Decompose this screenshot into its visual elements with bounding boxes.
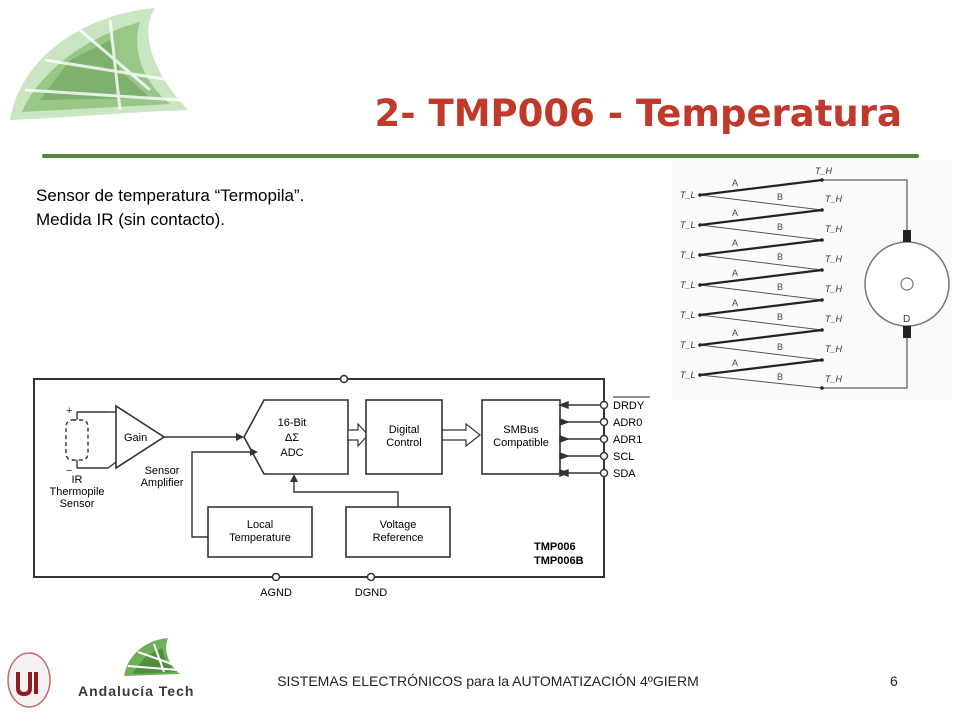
junction-a-label: A [732, 178, 738, 188]
adc-label: 16-Bit [278, 417, 307, 429]
junction-a-label: A [732, 208, 738, 218]
tl-label: T_L [680, 340, 696, 350]
th-label: T_H [825, 224, 843, 234]
junction-a-label: A [732, 268, 738, 278]
andalucia-tech-logo [124, 638, 180, 676]
th-label: T_H [825, 374, 843, 384]
slide-footer: SISTEMAS ELECTRÓNICOS para la AUTOMATIZA… [277, 673, 699, 689]
tl-label: T_L [680, 280, 696, 290]
tmp006-block-diagram: + − IR Thermopile Sensor Gain Sensor Amp… [33, 374, 650, 599]
th-label: T_H [825, 284, 843, 294]
junction-b-label: B [777, 192, 783, 202]
local-temperature-label: Local [247, 519, 273, 531]
ir-sensor-label: IR [72, 474, 83, 486]
tl-label: T_L [680, 310, 696, 320]
junction-a-label: A [732, 358, 738, 368]
pin-label: ADR1 [613, 434, 642, 446]
page-number: 6 [890, 673, 898, 689]
pin-label: SCL [613, 451, 634, 463]
junction-b-label: B [777, 252, 783, 262]
tl-label: T_L [680, 250, 696, 260]
junction-b-label: B [777, 282, 783, 292]
gain-label: Gain [124, 432, 147, 444]
junction-a-label: A [732, 298, 738, 308]
detector-label: D [903, 314, 910, 325]
th-label: T_H [825, 314, 843, 324]
th-label: T_H [815, 166, 833, 176]
slide-title: 2- TMP006 - Temperatura [374, 92, 902, 135]
ground-pin-label: DGND [355, 587, 387, 599]
tl-label: T_L [680, 370, 696, 380]
body-line: Sensor de temperatura “Termopila”. [36, 186, 305, 205]
digital-control-label: Control [386, 437, 421, 449]
junction-a-label: A [732, 238, 738, 248]
part-name: TMP006 [534, 541, 576, 553]
ir-sensor-symbol: + − [65, 405, 108, 477]
thermopile-diagram: D T_L T_L T_L T_L T_L T_L T_L T_H T_H T_… [672, 160, 952, 400]
adc-label: ADC [280, 447, 303, 459]
tl-label: T_L [680, 220, 696, 230]
sensor-amplifier-label: Amplifier [141, 477, 184, 489]
university-seal-logo [7, 652, 51, 708]
th-label: T_H [825, 194, 843, 204]
title-divider [42, 154, 919, 158]
voltage-reference-label: Reference [373, 532, 424, 544]
minus-sign: − [66, 465, 72, 477]
pin-label: DRDY [613, 400, 645, 412]
smbus-label: Compatible [493, 437, 549, 449]
body-text: Sensor de temperatura “Termopila”. Medid… [36, 184, 304, 232]
university-leaf-logo [10, 8, 188, 120]
plus-sign: + [66, 405, 72, 417]
junction-b-label: B [777, 312, 783, 322]
ground-pin-label: AGND [260, 587, 292, 599]
junction-b-label: B [777, 342, 783, 352]
junction-b-label: B [777, 222, 783, 232]
body-line: Medida IR (sin contacto). [36, 210, 225, 229]
adc-label: ΔΣ [285, 432, 299, 444]
sensor-amplifier-label: Sensor [145, 465, 180, 477]
smbus-label: SMBus [503, 424, 539, 436]
digital-control-label: Digital [389, 424, 420, 436]
ir-sensor-label: Sensor [60, 498, 95, 510]
junction-b-label: B [777, 372, 783, 382]
pin-label: ADR0 [613, 417, 642, 429]
local-temperature-label: Temperature [229, 532, 291, 544]
andalucia-tech-wordmark: Andalucía Tech [78, 683, 195, 699]
part-name: TMP006B [534, 555, 584, 567]
tl-label: T_L [680, 190, 696, 200]
voltage-reference-label: Voltage [380, 519, 417, 531]
th-label: T_H [825, 254, 843, 264]
ir-sensor-label: Thermopile [49, 486, 104, 498]
th-label: T_H [825, 344, 843, 354]
junction-a-label: A [732, 328, 738, 338]
pin-label: SDA [613, 468, 636, 480]
